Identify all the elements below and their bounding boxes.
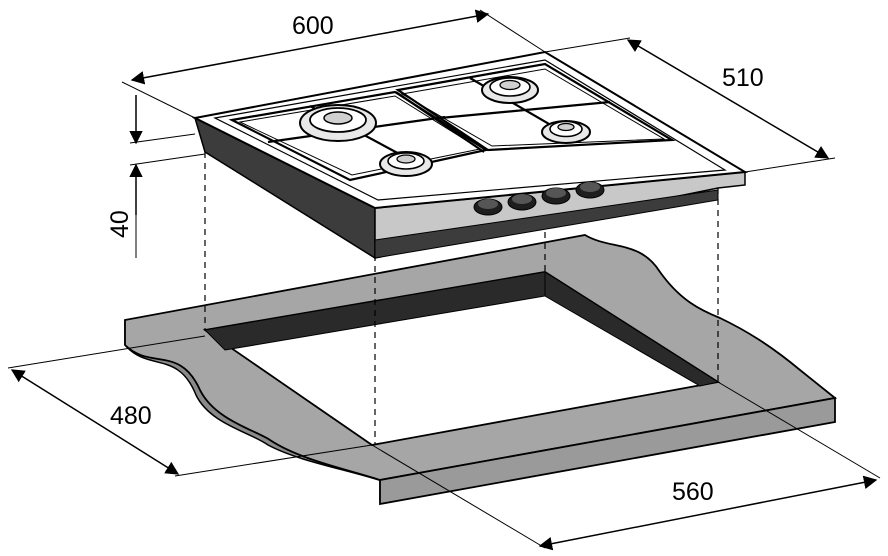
dimension-hob-width: 600	[121, 9, 546, 119]
dimension-hob-height: 40	[106, 95, 206, 258]
hob-front-lower-band	[374, 189, 719, 259]
knob-icon	[575, 181, 605, 199]
cutout-right-wall	[544, 271, 720, 387]
knob-icon	[507, 193, 537, 211]
dimension-label-hob-width: 600	[292, 12, 334, 40]
knob-icon	[473, 198, 503, 216]
dimension-label-hob-height: 40	[106, 210, 134, 238]
burner-icon	[299, 104, 377, 142]
dimension-label-cutout-width: 560	[672, 478, 714, 506]
gas-hob	[191, 50, 749, 260]
dimension-cutout-depth: 480	[7, 335, 373, 477]
knob-icon	[541, 187, 571, 205]
countertop	[124, 234, 838, 506]
dimension-label-hob-depth: 510	[722, 64, 764, 92]
burner-icon	[379, 151, 433, 177]
burner-icon	[481, 76, 539, 104]
burner-icon	[541, 120, 591, 144]
dimension-cutout-width: 560	[371, 381, 881, 551]
dimension-label-cutout-depth: 480	[110, 402, 152, 430]
countertop-front-edge	[379, 396, 836, 506]
dimension-hob-depth: 510	[544, 37, 836, 173]
projection-lines	[204, 152, 719, 445]
